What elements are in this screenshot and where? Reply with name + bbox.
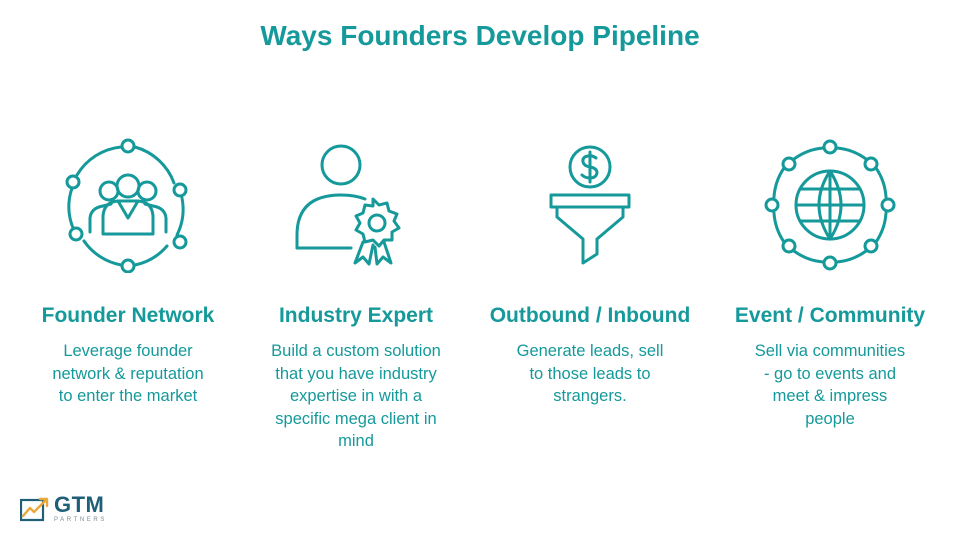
globe-network-icon — [760, 120, 900, 290]
column-description: Build a custom solution that you have in… — [271, 342, 441, 450]
column-description: Leverage founder network & reputation to… — [52, 342, 204, 405]
expert-badge-icon — [286, 120, 426, 290]
column-title: Founder Network — [41, 304, 215, 327]
network-people-icon — [58, 120, 198, 290]
column-industry-expert: Industry Expert Build a custom solution … — [242, 120, 470, 453]
column-description: Generate leads, sell to those leads to s… — [516, 342, 664, 405]
logo-subtitle: PARTNERS — [54, 517, 107, 523]
column-description: Sell via communities - go to events and … — [754, 342, 906, 428]
column-event-community: Event / Community Sell via communities -… — [716, 120, 944, 430]
column-founder-network: Founder Network Leverage founder network… — [14, 120, 242, 408]
growth-chart-icon — [20, 497, 49, 522]
gtm-partners-logo: GTM PARTNERS — [20, 494, 107, 524]
funnel-dollar-icon — [520, 120, 660, 290]
logo-wordmark: GTM — [54, 492, 105, 517]
column-title: Outbound / Inbound — [489, 304, 691, 327]
column-title: Industry Expert — [278, 304, 434, 327]
column-title: Event / Community — [734, 304, 926, 327]
page-title: Ways Founders Develop Pipeline — [260, 20, 700, 51]
column-outbound-inbound: Outbound / Inbound Generate leads, sell … — [476, 120, 704, 408]
